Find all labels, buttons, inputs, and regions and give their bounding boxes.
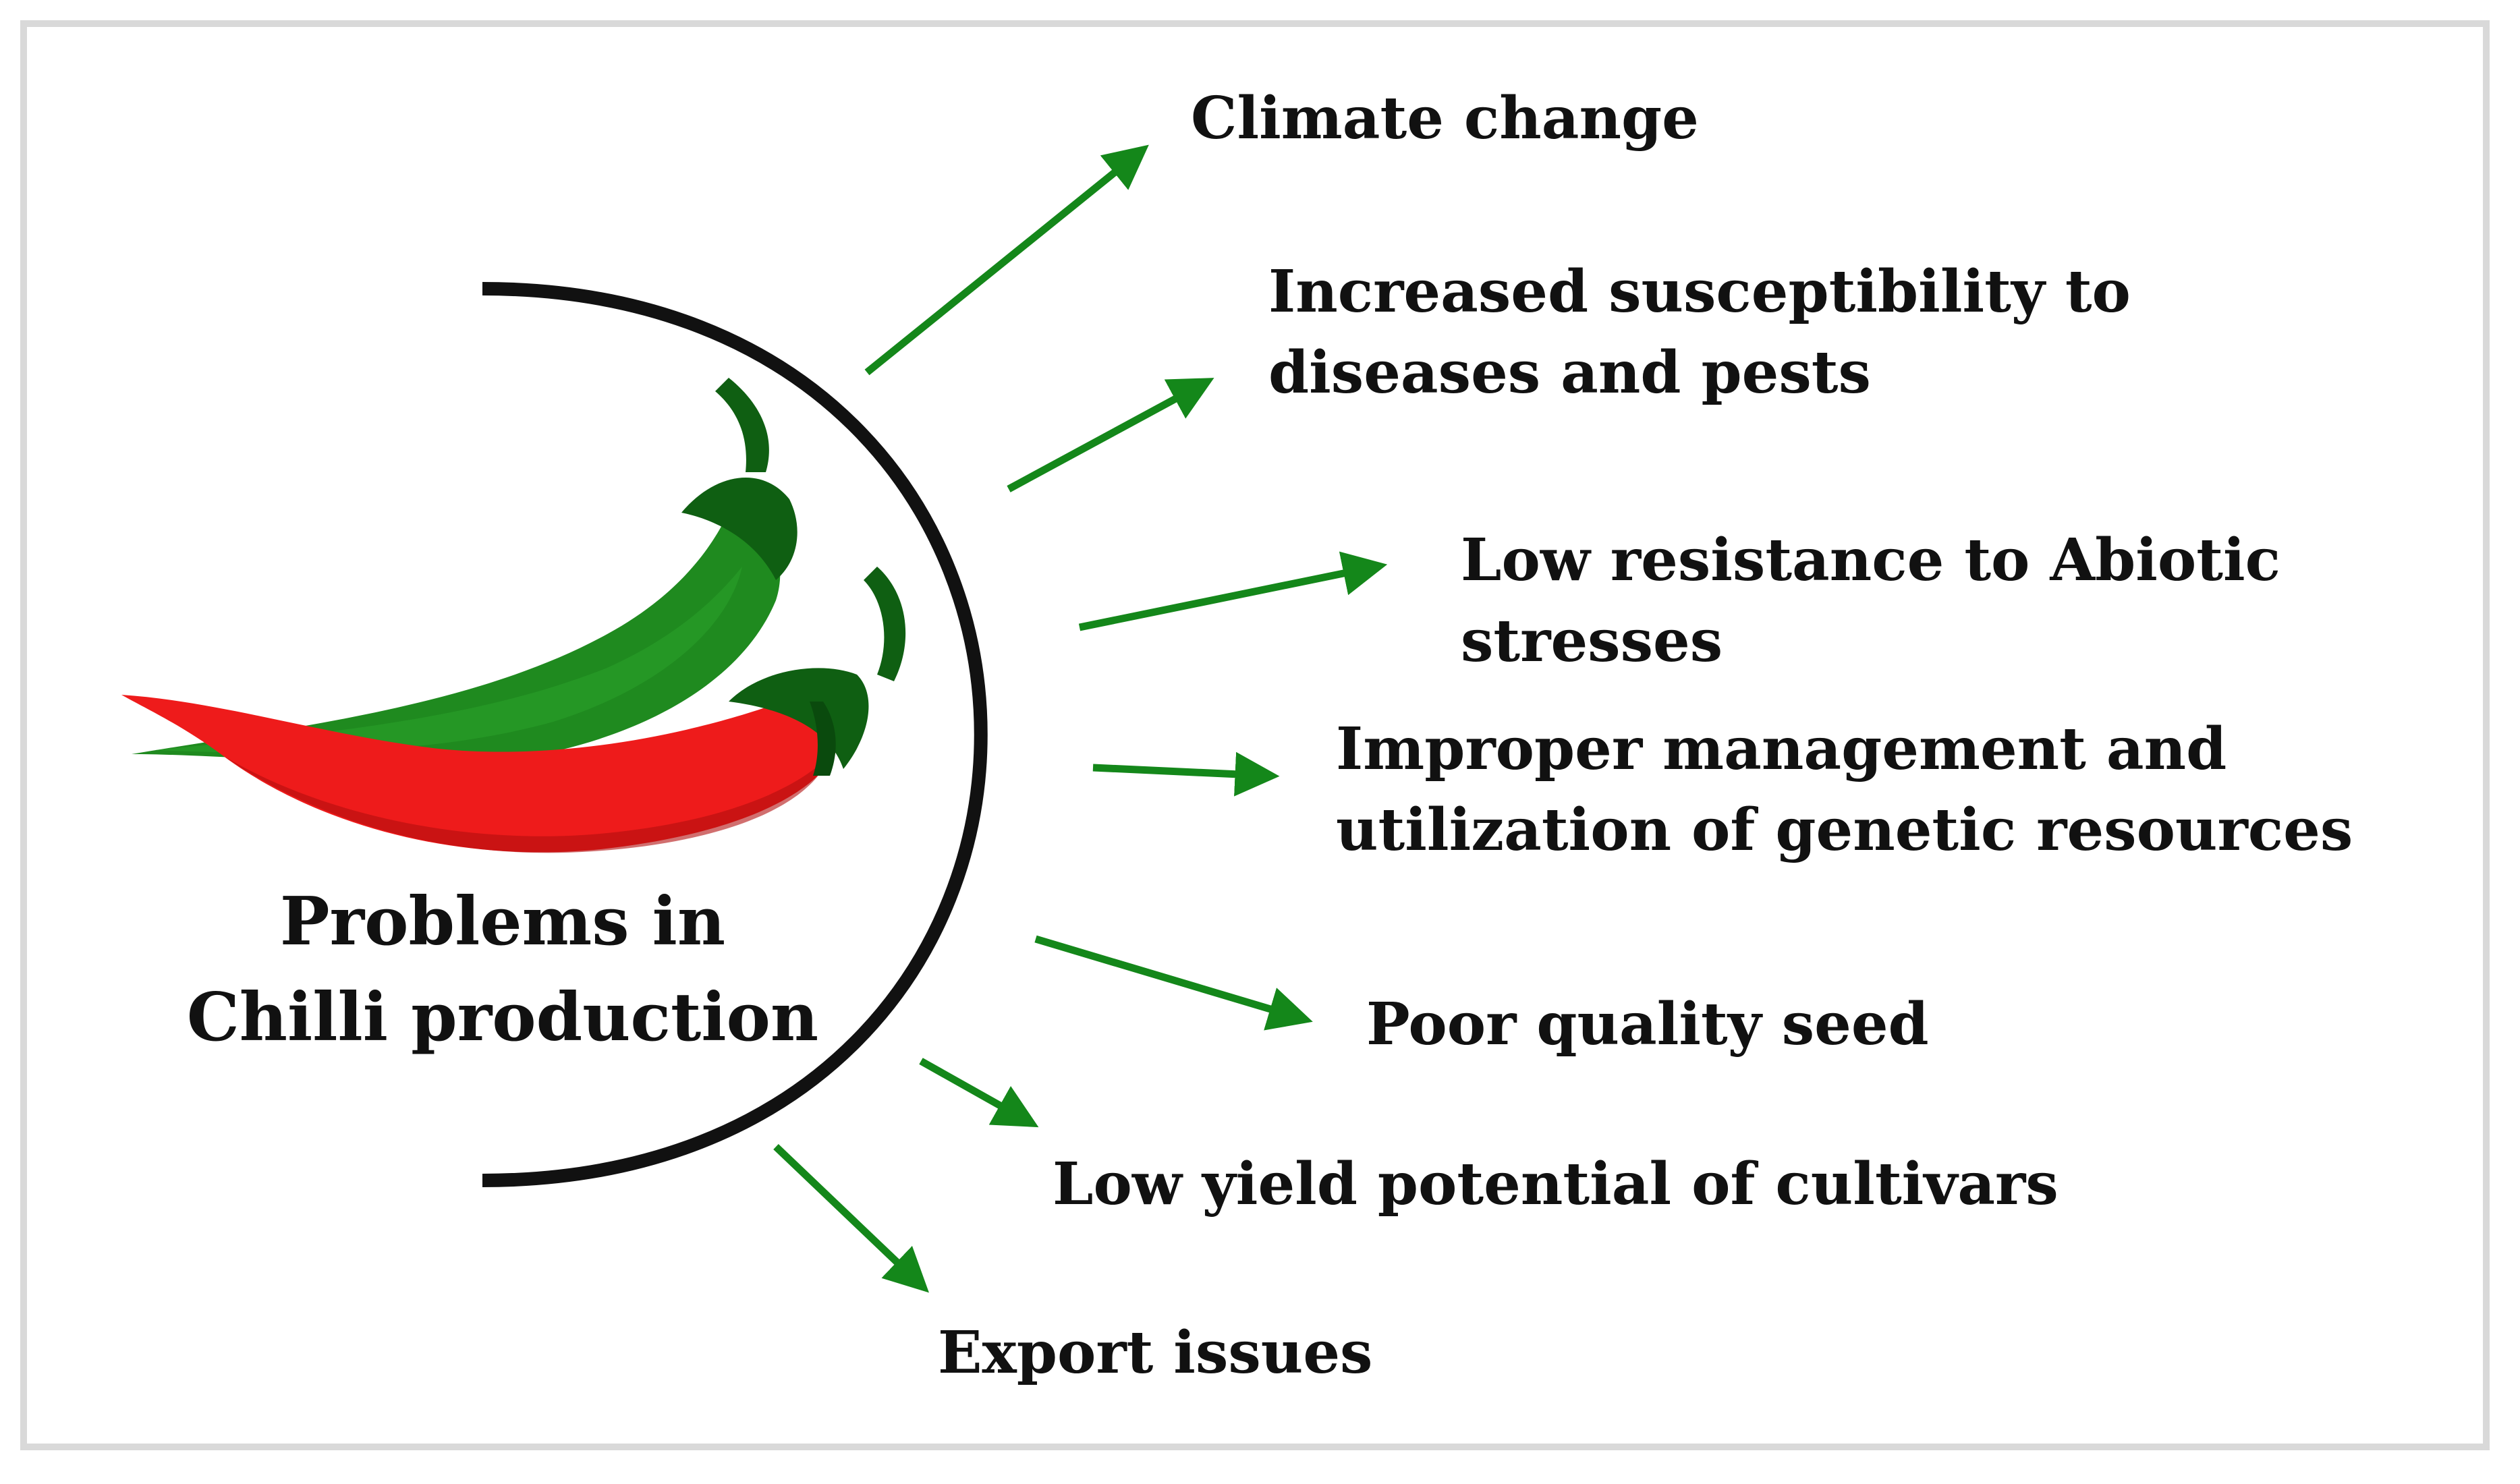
red-chilli-icon bbox=[121, 567, 906, 853]
problem-label-disease-pest-susceptibility-line1: Increased susceptibility to bbox=[1268, 258, 2131, 326]
problem-label-genetic-resources-line2: utilization of genetic resources bbox=[1336, 796, 2353, 864]
center-title: Problems in Chilli production bbox=[187, 883, 818, 1056]
problem-labels: Climate change Increased susceptibility … bbox=[938, 84, 2353, 1387]
problem-label-genetic-resources-line1: Improper management and bbox=[1336, 715, 2227, 783]
center-title-line1: Problems in bbox=[280, 883, 725, 961]
arrow-low-yield bbox=[919, 1058, 1039, 1128]
arrow-export bbox=[773, 1144, 929, 1293]
problem-label-abiotic-resistance-line1: Low resistance to Abiotic bbox=[1461, 526, 2280, 594]
problem-label-climate-change: Climate change bbox=[1191, 84, 1699, 152]
problem-label-abiotic-resistance-line2: stresses bbox=[1461, 607, 1723, 675]
problem-label-seed-quality: Poor quality seed bbox=[1366, 990, 1929, 1058]
green-chilli-icon bbox=[132, 378, 797, 767]
arrow-climate-change bbox=[864, 144, 1149, 376]
center-title-line2: Chilli production bbox=[187, 979, 818, 1056]
problem-label-low-yield: Low yield potential of cultivars bbox=[1053, 1150, 2059, 1218]
center-arc bbox=[482, 282, 988, 1187]
arrow-genetic-resources bbox=[1092, 751, 1280, 797]
arrow-abiotic-resistance bbox=[1078, 551, 1388, 631]
arrows-group bbox=[773, 144, 1388, 1293]
arrow-disease-pest-susceptibility bbox=[1007, 378, 1214, 492]
problem-label-disease-pest-susceptibility-line2: diseases and pests bbox=[1268, 339, 1871, 407]
problem-label-export: Export issues bbox=[938, 1319, 1372, 1387]
arrow-seed-quality bbox=[1034, 935, 1313, 1031]
